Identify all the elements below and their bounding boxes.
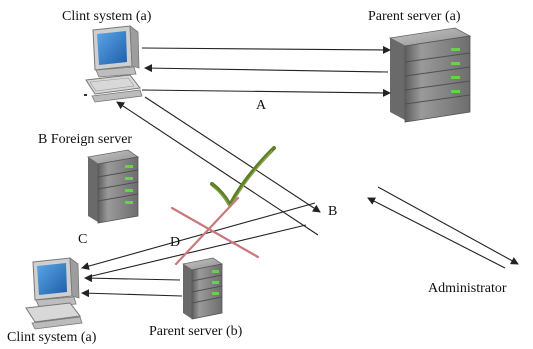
arrow-to-client [116, 101, 319, 236]
arrow-parent-b-to-client-2 [81, 289, 183, 298]
server-icon [388, 27, 472, 123]
parent-server-a [388, 27, 472, 123]
check-mark-icon [210, 146, 276, 209]
arrow-d-line [91, 224, 307, 277]
client-system-top [84, 25, 143, 103]
arrow-c-label: C [78, 232, 88, 247]
cross-mark-icon [170, 196, 260, 266]
client-system-top-label: Clint system (a) [62, 9, 152, 24]
parent-server-a-label: Parent server (a) [368, 9, 461, 24]
server-icon [86, 149, 140, 224]
computer-icon [84, 25, 143, 103]
diagonal-arrows [116, 96, 321, 236]
arrow-d-label: D [170, 235, 181, 250]
administrator-arrows [367, 186, 519, 269]
arrow-a-label: A [256, 98, 267, 113]
computer-icon [25, 257, 83, 330]
foreign-server [86, 149, 140, 224]
arrow-a [141, 88, 391, 97]
arrow-response [144, 64, 389, 73]
foreign-server-label: B Foreign server [38, 132, 133, 147]
client-system-bottom-label: Clint system (a) [7, 330, 97, 345]
arrow-parent-b-to-client [84, 274, 181, 283]
arrow-c [81, 202, 316, 270]
arrow-to-b-from-admin [367, 197, 506, 269]
arrow-request [141, 45, 391, 54]
administrator-label: Administrator [428, 281, 507, 296]
arrow-to-b [144, 96, 321, 213]
server-icon [181, 257, 224, 320]
top-arrows [141, 45, 391, 97]
parent-server-b [181, 257, 224, 320]
arrow-b-label: B [328, 204, 338, 219]
client-system-bottom [25, 257, 83, 330]
arrow-to-administrator [377, 186, 519, 265]
parent-server-b-label: Parent server (b) [149, 324, 243, 339]
bottom-arrows [81, 202, 316, 298]
